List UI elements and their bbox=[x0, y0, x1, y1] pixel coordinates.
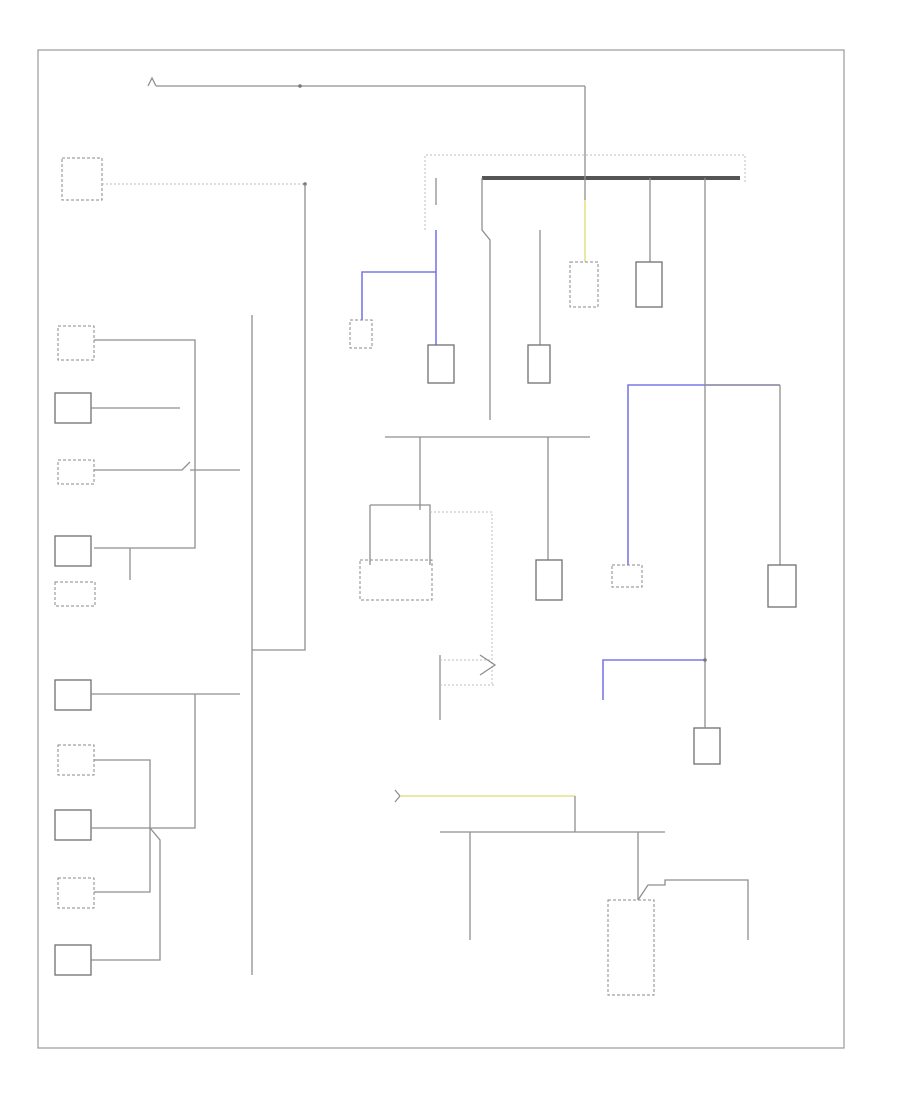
ignition-switch-top bbox=[147, 76, 585, 88]
blue-wire-right-bottom bbox=[602, 659, 705, 700]
relay-box-top-left bbox=[61, 157, 307, 651]
left-component-stack-upper bbox=[54, 325, 240, 607]
fuse-block-outline bbox=[424, 154, 746, 230]
left-component-stack-lower bbox=[54, 679, 240, 976]
ignition-switch-lower bbox=[394, 789, 576, 832]
fuse-drops bbox=[435, 178, 706, 205]
starter-relay bbox=[607, 879, 749, 996]
module-row-upper bbox=[427, 200, 706, 700]
diagram-frame bbox=[37, 49, 845, 1049]
transmission-control-module bbox=[359, 504, 563, 685]
blue-wire-right-top bbox=[627, 384, 780, 565]
center-connector-lower bbox=[439, 654, 497, 720]
